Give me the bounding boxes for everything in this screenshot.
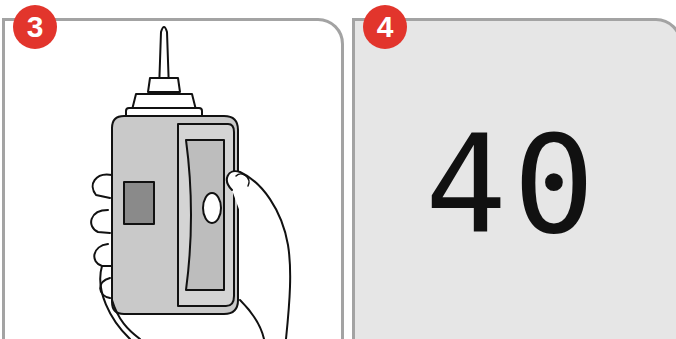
hand-thumb [227,171,290,339]
step-panel: 3 [2,18,344,339]
dose-readout: 40 [425,117,601,253]
thumbnail [236,174,249,186]
step-panel: 440 [352,18,676,339]
hand-bottom [112,300,140,339]
hand-fingers [91,175,112,298]
device-body [112,116,238,314]
device-side [178,124,234,306]
device-grip [186,140,224,290]
device-display [124,182,154,224]
step-number: 4 [363,5,407,49]
device-button [203,193,221,223]
step-number: 3 [13,5,57,49]
nozzle-collar [148,78,180,92]
